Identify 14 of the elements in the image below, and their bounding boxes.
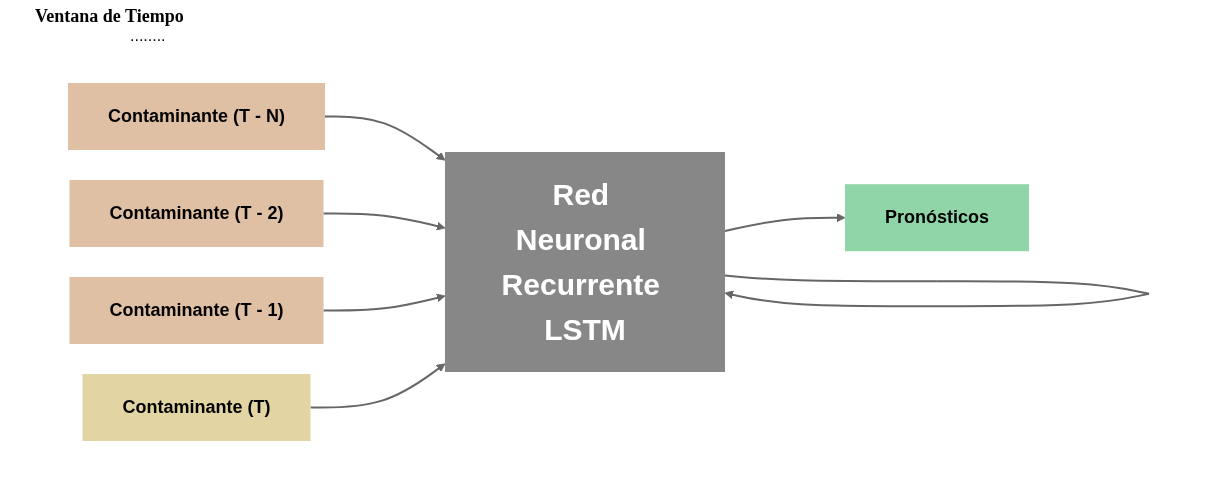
node-box: Contaminante (T - 1)	[69, 277, 324, 344]
arrow	[323, 115, 446, 161]
node-box: Contaminante (T - 2)	[69, 180, 324, 247]
arrow	[723, 213, 846, 232]
arrow	[723, 274, 1150, 308]
node-box: Contaminante (T - N)	[67, 83, 325, 150]
arrow	[309, 363, 446, 409]
ellipsis-note: ........	[130, 27, 166, 44]
node-box: Contaminante (T)	[82, 374, 311, 441]
node-box: Red Neuronal Recurrente LSTM	[444, 152, 725, 372]
arrow	[322, 293, 446, 312]
arrow	[322, 212, 446, 231]
diagram-title: Ventana de Tiempo	[35, 6, 184, 27]
node-box: Pronósticos	[844, 184, 1029, 252]
